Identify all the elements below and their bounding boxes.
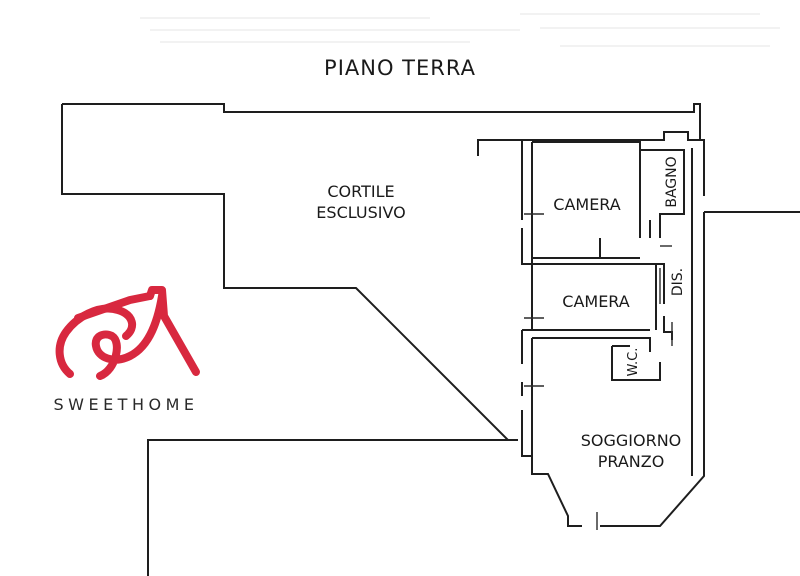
room-label-dis: DIS. [670,268,686,296]
logo-text: SWEETHOME [53,395,198,414]
room-label-cortile: CORTILE [327,182,394,201]
room-label-camera-2: CAMERA [562,292,630,311]
room-label-camera-1: CAMERA [553,195,621,214]
house-heart-icon [55,286,200,380]
faded-background-marks [140,13,780,47]
interior-walls [522,141,685,474]
sweethome-logo: SWEETHOME [53,286,200,414]
plan-title: PIANO TERRA [324,56,476,80]
room-label-esclusivo: ESCLUSIVO [316,203,405,222]
room-label-soggiorno: SOGGIORNO [581,431,682,450]
room-label-bagno: BAGNO [664,156,680,207]
courtyard-outline [61,103,701,576]
room-label-pranzo: PRANZO [598,452,665,471]
room-label-wc: W.C. [626,348,641,377]
apartment-walls [477,130,800,530]
